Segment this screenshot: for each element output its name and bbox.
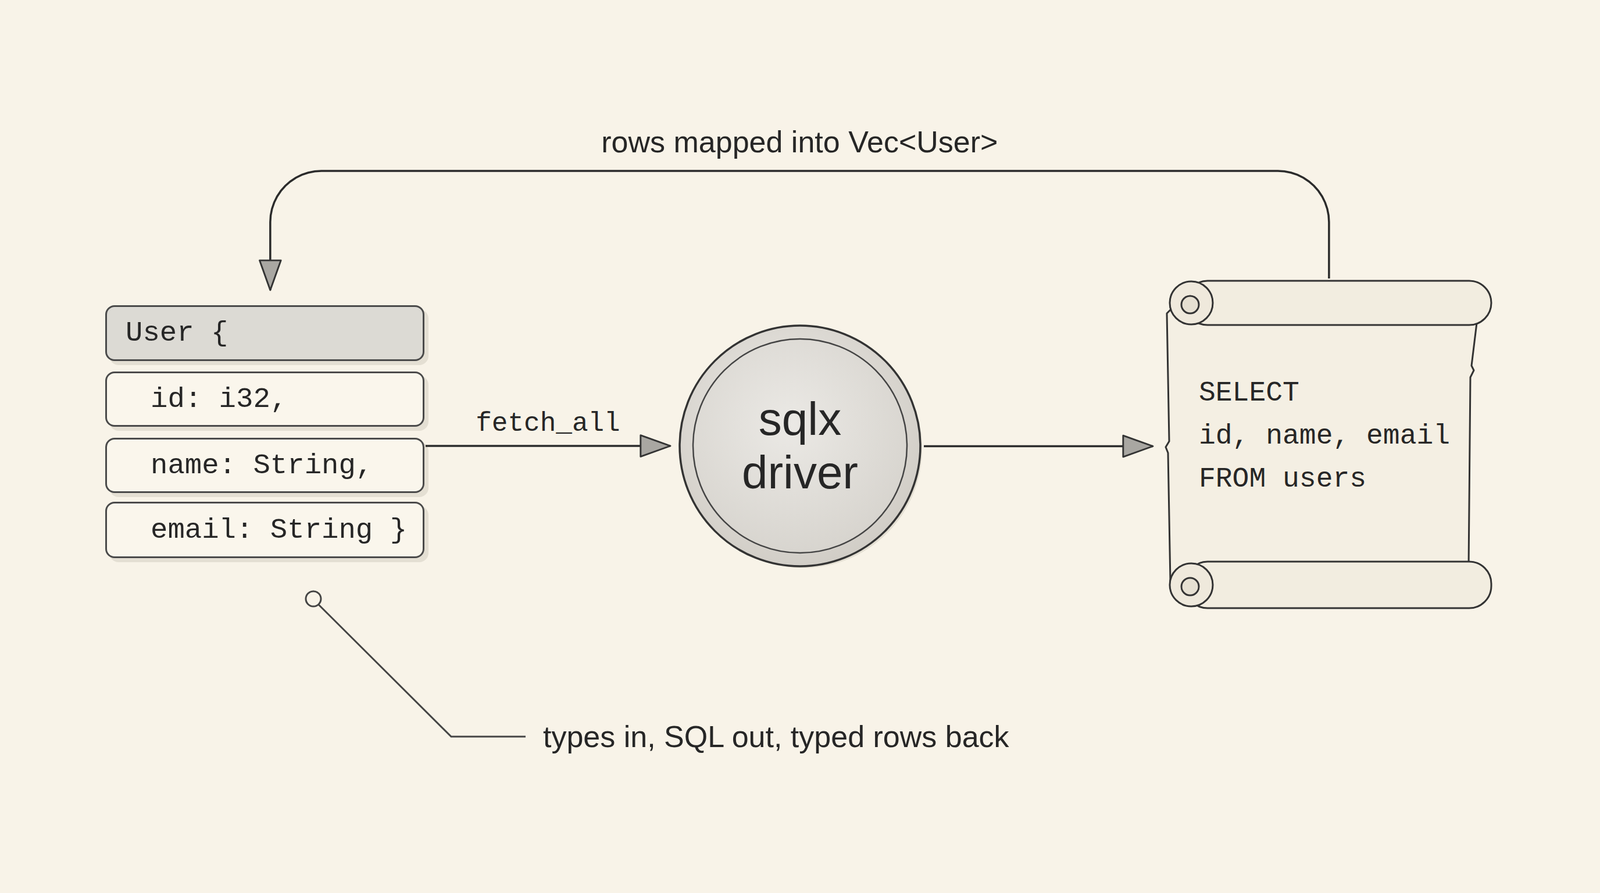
flow-arrow bbox=[425, 444, 671, 448]
note-label: types in, SQL out, typed rows back bbox=[543, 719, 1010, 755]
scroll-curl bbox=[1169, 563, 1213, 607]
scroll-roll bbox=[1185, 561, 1492, 609]
field-text: User { bbox=[125, 316, 228, 350]
driver-circle: sqlx driver bbox=[677, 323, 923, 569]
wrap-spacer bbox=[1344, 371, 1461, 415]
field-text: email: String } bbox=[150, 513, 407, 547]
flow-arrow bbox=[270, 170, 1330, 291]
struct-field: email: String } bbox=[105, 501, 425, 559]
query-scroll: SELECT id, name, email FROM users bbox=[1159, 278, 1495, 614]
struct-header: User { bbox=[105, 305, 425, 362]
scroll-curl-inner bbox=[1181, 577, 1199, 596]
circle-outline bbox=[677, 323, 923, 569]
sql-text: SELECT id, name, email FROM users bbox=[1198, 377, 1450, 495]
outer-ring bbox=[679, 325, 921, 567]
struct-field: id: i32, bbox=[105, 371, 425, 427]
struct-field: name: String, bbox=[105, 437, 425, 494]
flow-arrow bbox=[923, 445, 1153, 448]
leader-line bbox=[318, 604, 526, 737]
scroll-roll bbox=[1185, 280, 1492, 325]
scroll-body bbox=[1165, 307, 1479, 582]
field-text: id: i32, bbox=[150, 383, 288, 416]
inner-disc bbox=[693, 338, 907, 553]
query-block: SELECT id, name, email FROM users bbox=[1198, 371, 1461, 501]
field-text: name: String, bbox=[150, 449, 373, 482]
scroll-curl-inner bbox=[1181, 295, 1199, 314]
scroll-parts bbox=[1165, 280, 1492, 609]
edge-label: fetch_all bbox=[475, 408, 620, 439]
driver-name: sqlx driver bbox=[724, 392, 876, 500]
edge-label: rows mapped into Vec<User> bbox=[601, 124, 998, 160]
callout-dot bbox=[305, 591, 321, 607]
scroll-curl bbox=[1169, 281, 1213, 325]
